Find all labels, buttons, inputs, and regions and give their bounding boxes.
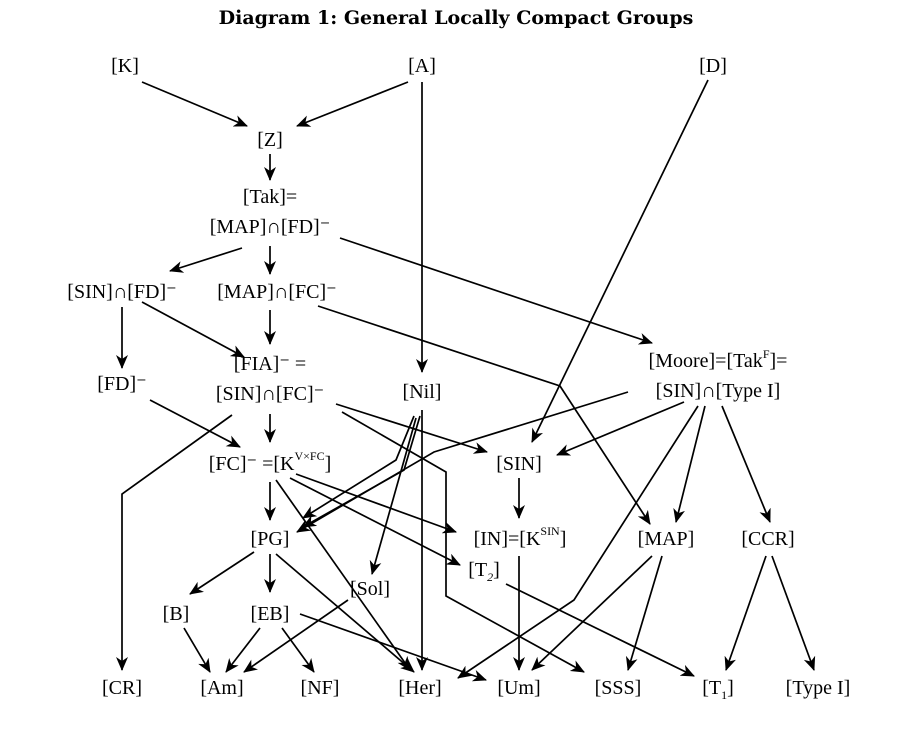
edge-FIA-SSS: [341, 411, 585, 673]
edge-Moore-MAP: [673, 405, 706, 523]
node-A: [A]: [408, 55, 436, 77]
edge-SINFD-FIA: [141, 301, 245, 358]
edge-Moore-Her: [457, 405, 699, 679]
edge-Moore-CCR: [721, 405, 771, 523]
node-SSS: [SSS]: [595, 677, 642, 699]
node-SIN: [SIN]: [496, 453, 542, 475]
node-MAP-FC: [MAP]∩[FC]⁻: [217, 281, 336, 303]
node-Her: [Her]: [398, 677, 441, 699]
edge-A-Z: [296, 81, 409, 127]
node-K: [K]: [111, 55, 139, 77]
edge-EB-NF: [281, 627, 315, 673]
edge-CCR-TypeI: [771, 555, 816, 671]
node-MAP: [MAP]: [638, 528, 695, 550]
node-TypeI: [Type I]: [786, 677, 851, 699]
node-Z: [Z]: [257, 129, 283, 151]
node-FIA-line1: [FIA]⁻ =: [234, 353, 306, 375]
edge-CCR-T1: [724, 555, 767, 671]
diagram-title: Diagram 1: General Locally Compact Group…: [219, 7, 694, 29]
edge-Moore-SIN: [556, 401, 685, 456]
node-EB: [EB]: [251, 603, 290, 625]
node-FD: [FD]⁻: [97, 373, 146, 395]
node-Um: [Um]: [497, 677, 540, 699]
edge-FIA-CR: [116, 414, 233, 671]
edge-Nil-PG-1: [302, 415, 415, 519]
node-Moore-line1: [Moore]=[TakF]=: [649, 347, 788, 372]
edge-MAPFC-MAP: [317, 305, 651, 525]
edge-FC-T2: [289, 477, 461, 566]
edge-FC-Her: [275, 479, 411, 671]
node-NF: [NF]: [301, 677, 340, 699]
edge-EB-Am: [225, 627, 261, 673]
node-Tak-line1: [Tak]=: [243, 186, 297, 208]
edge-FD-FC: [149, 399, 241, 448]
edge-MAP-SSS: [625, 555, 663, 671]
node-SIN-FD: [SIN]∩[FD]⁻: [67, 281, 176, 303]
edge-PG-Her: [275, 553, 415, 673]
edge-FC-IN: [295, 473, 457, 534]
node-T1: [T1]: [702, 677, 734, 702]
edge-PG-B: [189, 551, 255, 595]
edge-K-Z: [141, 81, 248, 127]
node-CR: [CR]: [102, 677, 142, 699]
node-FC: [FC]⁻ =[KV×FC]: [209, 449, 332, 475]
edge-T2-T1: [505, 583, 695, 677]
edge-Sol-Am: [243, 599, 349, 673]
edges: [116, 79, 816, 682]
edge-B-Am: [183, 627, 211, 673]
node-CCR: [CCR]: [741, 528, 794, 550]
edge-Nil-Sol: [369, 417, 417, 575]
node-Sol: [Sol]: [350, 578, 390, 600]
edge-Tak-Moore: [339, 237, 653, 345]
node-D: [D]: [699, 55, 727, 77]
edge-D-SIN: [531, 79, 709, 443]
node-PG: [PG]: [251, 528, 290, 550]
nodes: [K] [A] [D] [Z] [Tak]= [MAP]∩[FD]⁻ [SIN]…: [67, 55, 850, 702]
node-Moore-line2: [SIN]∩[Type I]: [656, 380, 781, 402]
edge-EB-Um: [299, 613, 487, 682]
edge-MAP-Um: [531, 555, 653, 671]
node-Am: [Am]: [200, 677, 243, 699]
node-Nil: [Nil]: [403, 381, 442, 403]
node-IN: [IN]=[KSIN]: [474, 524, 567, 550]
node-T2: [T2]: [468, 559, 500, 584]
node-FIA-line2: [SIN]∩[FC]⁻: [216, 383, 324, 405]
edge-Nil-PG-2: [302, 415, 421, 528]
node-Tak-line2: [MAP]∩[FD]⁻: [210, 216, 331, 238]
node-B: [B]: [163, 603, 190, 625]
edge-Tak-SINFD: [169, 247, 243, 273]
